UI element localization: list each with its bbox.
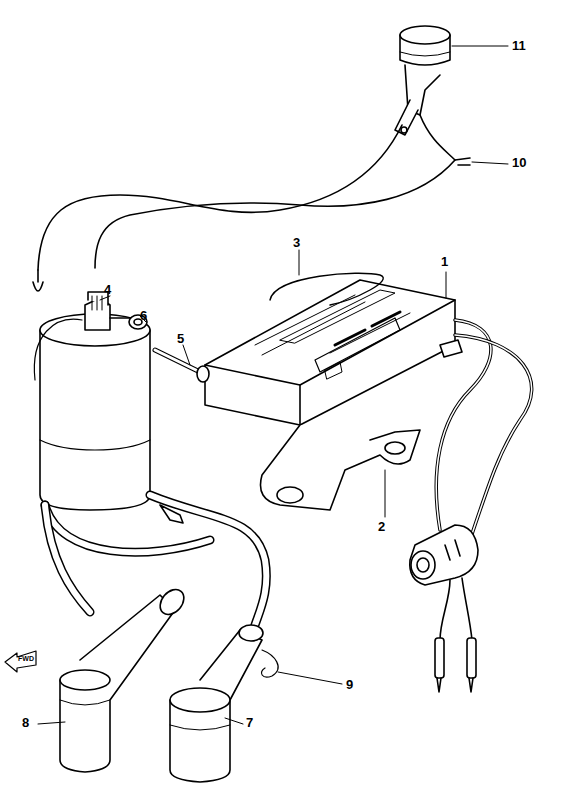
leader-lines	[38, 46, 508, 724]
callout-number: 11	[512, 39, 526, 52]
switch	[33, 26, 470, 291]
callout-number: 9	[346, 678, 353, 691]
direction-label: FWD	[18, 655, 34, 662]
fwd-arrow	[5, 651, 36, 672]
callout-number: 5	[177, 332, 184, 345]
callout-number: 2	[378, 520, 385, 533]
callout-number: 7	[246, 716, 253, 729]
callout-number: 8	[22, 716, 29, 729]
callout-number: 1	[441, 255, 448, 268]
cdi-harness	[410, 320, 532, 692]
callout-number: 4	[104, 283, 111, 296]
callout-number: 10	[512, 156, 526, 169]
callout-number: 3	[293, 236, 300, 249]
cdi-unit	[205, 273, 455, 510]
callout-number: 6	[140, 309, 147, 322]
ignition-coil	[34, 292, 266, 625]
plug-cap	[170, 625, 278, 782]
